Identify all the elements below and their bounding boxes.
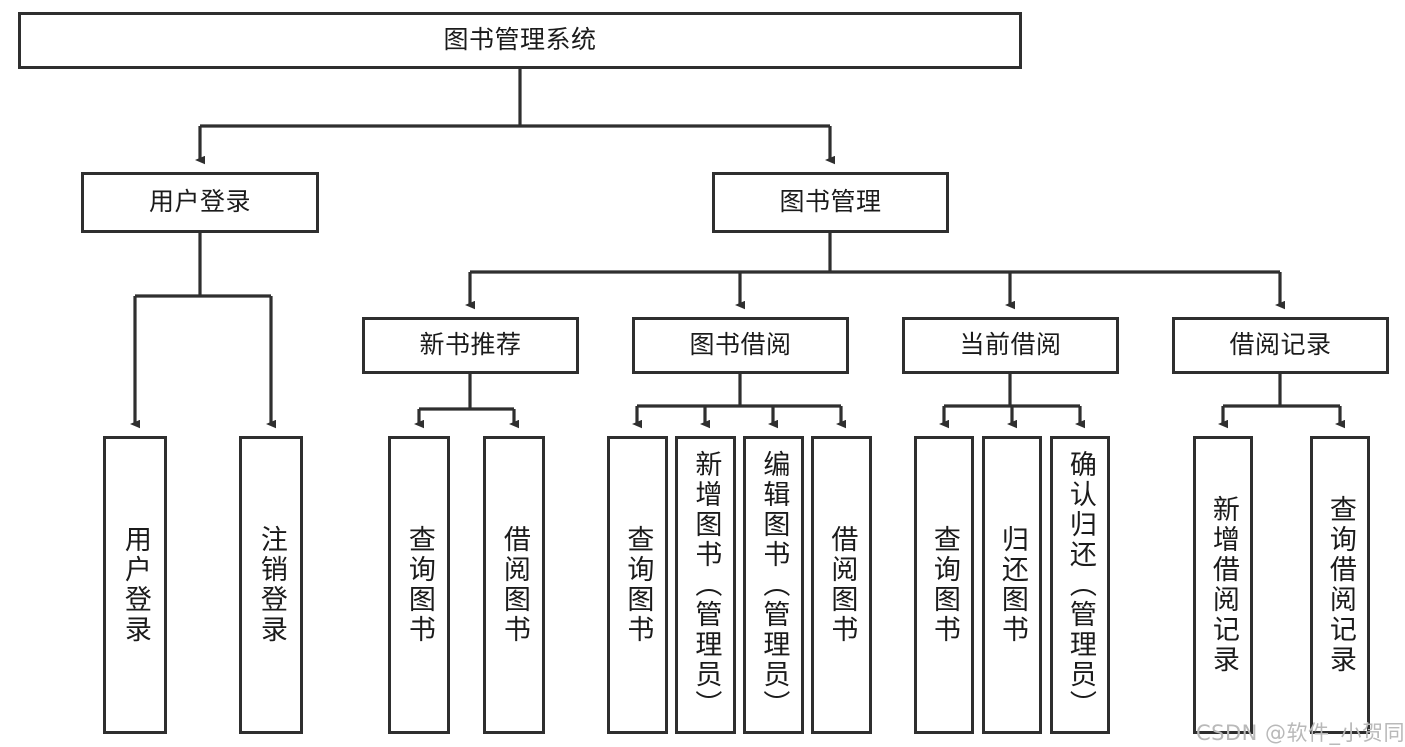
node-leaf-confirm-return-label: 确认归还（管理员） bbox=[1064, 450, 1096, 720]
node-leaf-return-book-label: 归还图书 bbox=[996, 525, 1028, 645]
node-new-book-rec-label: 新书推荐 bbox=[419, 330, 522, 360]
node-current-borrow-label: 当前借阅 bbox=[959, 330, 1062, 360]
node-root[interactable]: 图书管理系统 bbox=[18, 12, 1022, 69]
node-leaf-query-book-2-label: 查询图书 bbox=[622, 525, 654, 645]
node-leaf-user-logout[interactable]: 注销登录 bbox=[239, 436, 303, 734]
node-leaf-query-record-label: 查询借阅记录 bbox=[1324, 495, 1356, 675]
node-leaf-borrow-book-2-label: 借阅图书 bbox=[826, 525, 858, 645]
node-leaf-query-book-1[interactable]: 查询图书 bbox=[388, 436, 450, 734]
node-leaf-user-login-label: 用户登录 bbox=[119, 525, 151, 645]
node-leaf-add-record-label: 新增借阅记录 bbox=[1207, 495, 1239, 675]
node-leaf-borrow-book-1-label: 借阅图书 bbox=[498, 525, 530, 645]
node-book-borrow[interactable]: 图书借阅 bbox=[632, 317, 849, 374]
node-current-borrow[interactable]: 当前借阅 bbox=[902, 317, 1119, 374]
watermark: CSDN @软件_小贺同学 bbox=[1196, 721, 1405, 745]
node-leaf-query-book-3[interactable]: 查询图书 bbox=[914, 436, 974, 734]
node-leaf-confirm-return[interactable]: 确认归还（管理员） bbox=[1050, 436, 1110, 734]
node-leaf-query-book-1-label: 查询图书 bbox=[403, 525, 435, 645]
node-borrow-record-label: 借阅记录 bbox=[1229, 330, 1332, 360]
node-user-login-label: 用户登录 bbox=[148, 187, 251, 217]
node-leaf-user-logout-label: 注销登录 bbox=[255, 525, 287, 645]
node-leaf-edit-book[interactable]: 编辑图书（管理员） bbox=[743, 436, 804, 734]
node-new-book-rec[interactable]: 新书推荐 bbox=[362, 317, 579, 374]
node-leaf-query-record[interactable]: 查询借阅记录 bbox=[1310, 436, 1370, 734]
node-leaf-user-login[interactable]: 用户登录 bbox=[103, 436, 167, 734]
node-book-manage[interactable]: 图书管理 bbox=[712, 172, 949, 233]
node-leaf-edit-book-label: 编辑图书（管理员） bbox=[758, 450, 790, 720]
node-leaf-return-book[interactable]: 归还图书 bbox=[982, 436, 1042, 734]
node-leaf-add-book[interactable]: 新增图书（管理员） bbox=[675, 436, 736, 734]
node-leaf-query-book-3-label: 查询图书 bbox=[928, 525, 960, 645]
node-book-borrow-label: 图书借阅 bbox=[689, 330, 792, 360]
node-root-label: 图书管理系统 bbox=[443, 25, 597, 55]
node-leaf-query-book-2[interactable]: 查询图书 bbox=[607, 436, 668, 734]
node-leaf-add-record[interactable]: 新增借阅记录 bbox=[1193, 436, 1253, 734]
node-borrow-record[interactable]: 借阅记录 bbox=[1172, 317, 1389, 374]
node-leaf-borrow-book-2[interactable]: 借阅图书 bbox=[811, 436, 872, 734]
node-book-manage-label: 图书管理 bbox=[779, 187, 882, 217]
node-leaf-add-book-label: 新增图书（管理员） bbox=[690, 450, 722, 720]
node-user-login[interactable]: 用户登录 bbox=[81, 172, 319, 233]
node-leaf-borrow-book-1[interactable]: 借阅图书 bbox=[483, 436, 545, 734]
